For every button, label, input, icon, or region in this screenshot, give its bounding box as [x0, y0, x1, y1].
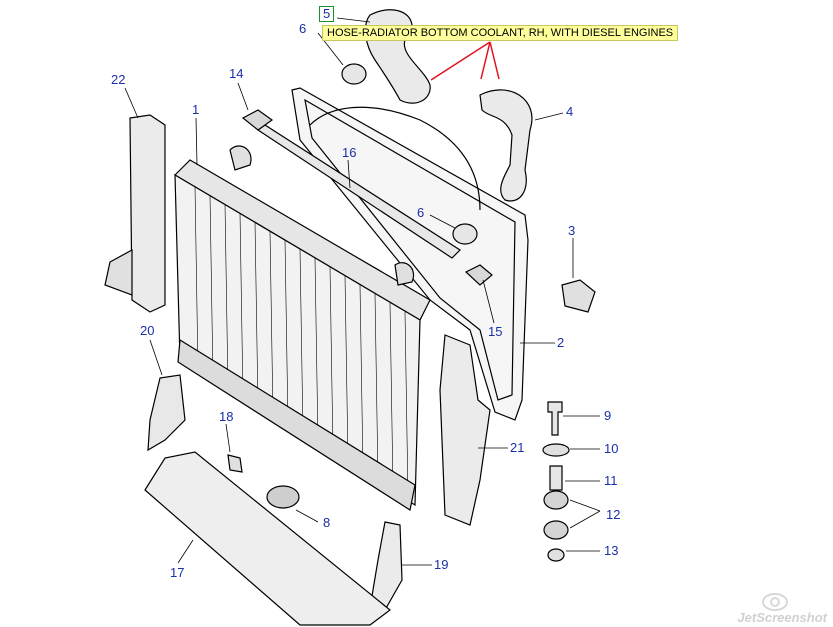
- callout-8[interactable]: 8: [323, 515, 331, 530]
- callout-18[interactable]: 18: [219, 409, 234, 424]
- clip-part-14[interactable]: [241, 109, 274, 131]
- nut-part-13[interactable]: [547, 548, 565, 562]
- bush-part-8[interactable]: [266, 485, 300, 509]
- mount-part-12-lower[interactable]: [543, 520, 569, 540]
- radiator-part-1[interactable]: [174, 145, 431, 511]
- callout-2[interactable]: 2: [557, 335, 565, 350]
- bracket-part-22[interactable]: [104, 114, 166, 313]
- callout-6-lower[interactable]: 6: [417, 205, 425, 220]
- mount-part-12-upper[interactable]: [543, 490, 569, 510]
- callout-21[interactable]: 21: [510, 440, 525, 455]
- bracket-part-21[interactable]: [439, 334, 491, 526]
- clamp-part-6-upper[interactable]: [341, 63, 367, 85]
- camera-icon: [762, 593, 788, 611]
- clamp-part-6-lower[interactable]: [452, 223, 478, 245]
- bracket-part-19[interactable]: [369, 521, 403, 611]
- sleeve-part-11[interactable]: [549, 465, 563, 491]
- clip-part-15[interactable]: [464, 264, 493, 286]
- callout-19[interactable]: 19: [434, 557, 449, 572]
- hose-part-5[interactable]: [364, 9, 431, 104]
- callout-1[interactable]: 1: [192, 102, 200, 117]
- bolt-part-9[interactable]: [547, 401, 563, 436]
- callout-14[interactable]: 14: [229, 66, 244, 81]
- stud-part-18[interactable]: [227, 454, 243, 473]
- callout-3[interactable]: 3: [568, 223, 576, 238]
- callout-5[interactable]: 5: [319, 6, 335, 22]
- shroud-frame-part-2[interactable]: [291, 87, 529, 421]
- callout-11[interactable]: 11: [604, 473, 618, 488]
- deflector-part-17[interactable]: [144, 451, 391, 626]
- callout-10[interactable]: 10: [604, 441, 619, 456]
- callout-17[interactable]: 17: [170, 565, 185, 580]
- callout-6-upper[interactable]: 6: [299, 21, 307, 36]
- watermark-logo: JetScreenshot: [737, 610, 827, 625]
- callout-4[interactable]: 4: [566, 104, 574, 119]
- bracket-part-3[interactable]: [561, 279, 596, 313]
- callout-13[interactable]: 13: [604, 543, 619, 558]
- bracket-part-20[interactable]: [147, 374, 186, 452]
- washer-part-10[interactable]: [542, 443, 570, 457]
- callout-12[interactable]: 12: [606, 507, 621, 522]
- callout-16[interactable]: 16: [342, 145, 357, 160]
- hose-part-4[interactable]: [479, 89, 533, 202]
- leader-lines: [124, 17, 601, 566]
- callout-15[interactable]: 15: [488, 324, 503, 339]
- callout-22[interactable]: 22: [111, 72, 126, 87]
- callout-9[interactable]: 9: [604, 408, 612, 423]
- callout-20[interactable]: 20: [140, 323, 155, 338]
- part-tooltip: HOSE-RADIATOR BOTTOM COOLANT, RH, WITH D…: [322, 25, 679, 41]
- tooltip-pointers: [430, 41, 500, 81]
